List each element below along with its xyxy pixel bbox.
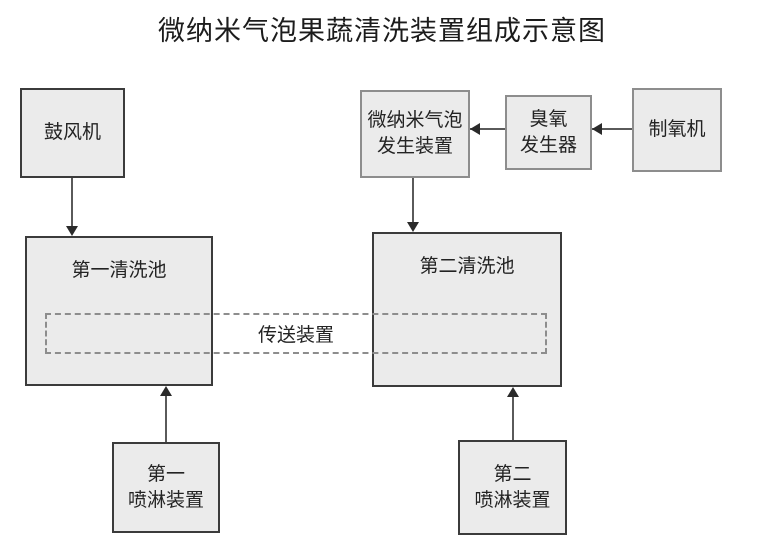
node-oxygen-generator-label: 制氧机: [648, 119, 706, 140]
node-conveyor-label: 传送装置: [257, 325, 334, 346]
connector-oxygen-to-ozone: [592, 128, 632, 130]
node-spray-one[interactable]: 第一 喷淋装置: [112, 442, 220, 533]
connector-spray-two-to-tank-two: [512, 397, 514, 440]
node-ozone-generator-label-line2: 发生器: [519, 134, 577, 156]
connector-bubble-to-tank-two: [412, 178, 414, 224]
node-spray-two-label-line2: 喷淋装置: [474, 489, 551, 511]
node-tank-one-label: 第一清洗池: [71, 260, 167, 281]
node-spray-two[interactable]: 第二 喷淋装置: [458, 440, 567, 535]
node-bubble-generator-label-line1: 微纳米气泡: [367, 110, 463, 131]
arrow-spray-one-to-tank-one-icon: [160, 386, 172, 396]
node-ozone-generator-label-line1: 臭氧: [529, 108, 568, 130]
node-tank-two-label: 第二清洗池: [419, 256, 515, 277]
node-bubble-generator-label-line2: 发生装置: [376, 136, 453, 157]
node-spray-two-label-line1: 第二: [493, 463, 532, 485]
node-conveyor[interactable]: 传送装置: [45, 313, 547, 354]
connector-spray-one-to-tank-one: [165, 396, 167, 442]
connector-ozone-to-bubble: [470, 128, 505, 130]
node-spray-one-label-line1: 第一: [146, 463, 185, 485]
node-bubble-generator[interactable]: 微纳米气泡 发生装置: [360, 90, 470, 178]
arrow-blower-to-tank-one-icon: [66, 226, 78, 236]
node-tank-one[interactable]: 第一清洗池: [25, 236, 213, 386]
node-blower-label: 鼓风机: [43, 122, 101, 143]
node-blower[interactable]: 鼓风机: [20, 88, 125, 178]
diagram-title: 微纳米气泡果蔬清洗装置组成示意图: [158, 16, 606, 46]
node-oxygen-generator[interactable]: 制氧机: [632, 88, 722, 172]
arrow-ozone-to-bubble-icon: [470, 123, 480, 135]
arrow-oxygen-to-ozone-icon: [592, 123, 602, 135]
arrow-bubble-to-tank-two-icon: [407, 222, 419, 232]
arrow-spray-two-to-tank-two-icon: [507, 387, 519, 397]
node-spray-one-label-line2: 喷淋装置: [127, 489, 204, 511]
node-tank-two[interactable]: 第二清洗池: [372, 232, 562, 387]
node-ozone-generator[interactable]: 臭氧 发生器: [505, 95, 592, 170]
connector-blower-to-tank-one: [71, 178, 73, 228]
